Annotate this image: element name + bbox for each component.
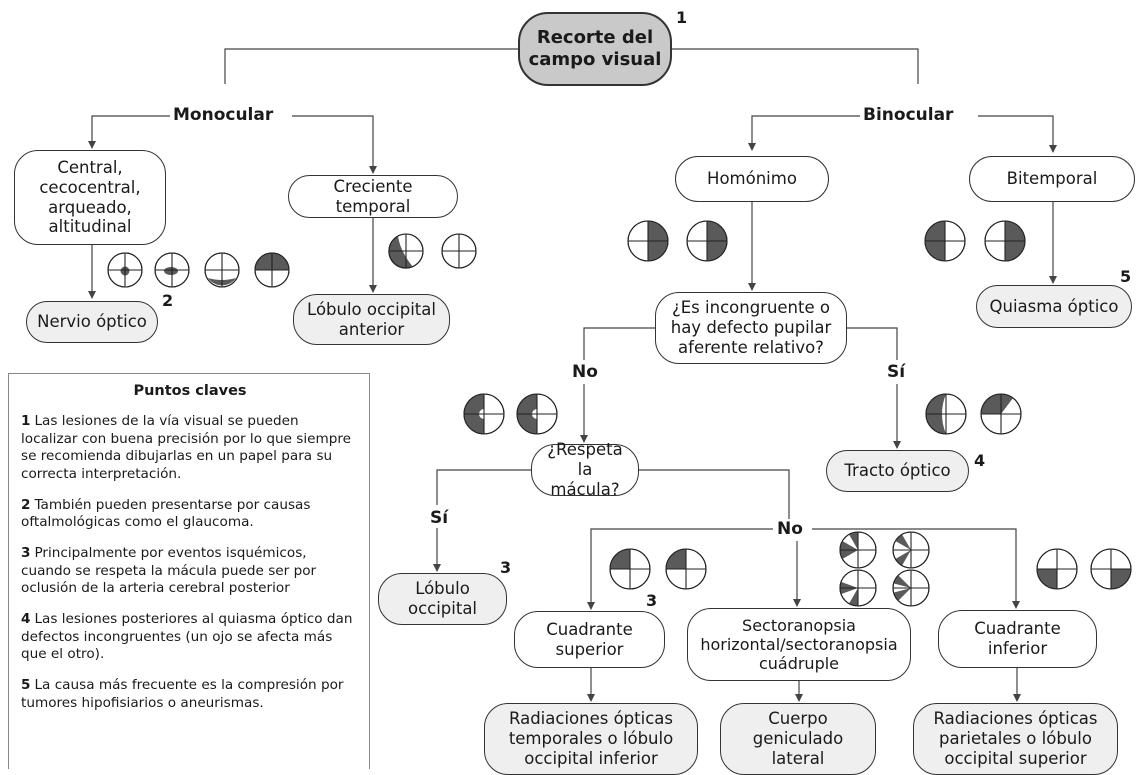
number-1: 1 <box>676 8 688 27</box>
inferior-quadrant-left-icon <box>1036 548 1078 590</box>
bitemporal-right-icon <box>984 220 1026 262</box>
inferior-quadrant-right-icon <box>1090 548 1132 590</box>
node-lobulo-occipital-anterior: Lóbulo occipital anterior <box>293 294 450 345</box>
branch-binocular: Binocular <box>860 105 957 125</box>
macular-sparing-left-icon <box>463 393 505 435</box>
normal-field-icon <box>441 233 477 269</box>
node-radiaciones-parietales: Radiaciones ópticas parietales o lóbulo … <box>913 703 1118 775</box>
sectoranopia-4-icon <box>892 569 930 607</box>
node-incongruente: ¿Es incongruente o hay defecto pupilar a… <box>655 292 847 364</box>
branch-monocular: Monocular <box>170 105 277 125</box>
node-cuadrante-inferior: Cuadrante inferior <box>938 610 1097 668</box>
incongruent-left-icon <box>925 393 967 435</box>
branch-no-2: No <box>774 519 806 539</box>
temporal-crescent-defect-icon <box>388 233 424 269</box>
node-nervio-optico: Nervio óptico <box>26 301 158 343</box>
node-tracto-optico: Tracto óptico <box>826 450 969 492</box>
node-cuadrante-superior: Cuadrante superior <box>514 611 665 668</box>
cecocentral-scotoma-icon <box>154 252 190 288</box>
node-cuerpo-geniculado: Cuerpo geniculado lateral <box>720 703 876 775</box>
number-5: 5 <box>1120 267 1132 286</box>
homonymous-right-icon <box>686 220 728 262</box>
node-radiaciones-temporales: Radiaciones ópticas temporales o lóbulo … <box>484 703 698 775</box>
arcuate-defect-icon <box>204 252 240 288</box>
central-scotoma-icon <box>107 252 143 288</box>
branch-si-1: Sí <box>884 362 909 382</box>
node-respeta-macula: ¿Respeta la mácula? <box>531 440 639 499</box>
node-lobulo-occipital: Lóbulo occipital <box>378 573 507 625</box>
incongruent-right-icon <box>980 393 1022 435</box>
root-node: Recorte del campo visual <box>518 12 672 86</box>
bitemporal-left-icon <box>924 220 966 262</box>
superior-quadrant-left-icon <box>609 548 651 590</box>
branch-no-1: No <box>569 362 601 382</box>
sectoranopia-1-icon <box>839 531 877 569</box>
node-creciente-temporal: Creciente temporal <box>288 175 458 218</box>
node-quiasma-optico: Quiasma óptico <box>976 285 1132 328</box>
number-2: 2 <box>162 291 174 310</box>
branch-si-2: Sí <box>427 508 452 528</box>
macular-sparing-right-icon <box>516 393 558 435</box>
sectoranopia-3-icon <box>839 569 877 607</box>
node-bitemporal: Bitemporal <box>969 156 1135 202</box>
node-central: Central, cecocentral, arqueado, altitudi… <box>14 150 166 245</box>
sectoranopia-2-icon <box>892 531 930 569</box>
node-homonimo: Homónimo <box>675 156 829 202</box>
node-sectoranopsia: Sectoranopsia horizontal/sectoranopsia c… <box>687 608 911 681</box>
superior-quadrant-right-icon <box>665 548 707 590</box>
number-3b: 3 <box>646 591 658 610</box>
number-3a: 3 <box>500 558 512 577</box>
key-points-title: Puntos claves <box>133 383 247 399</box>
homonymous-left-icon <box>627 220 669 262</box>
number-4: 4 <box>974 451 986 470</box>
altitudinal-defect-icon <box>254 252 290 288</box>
